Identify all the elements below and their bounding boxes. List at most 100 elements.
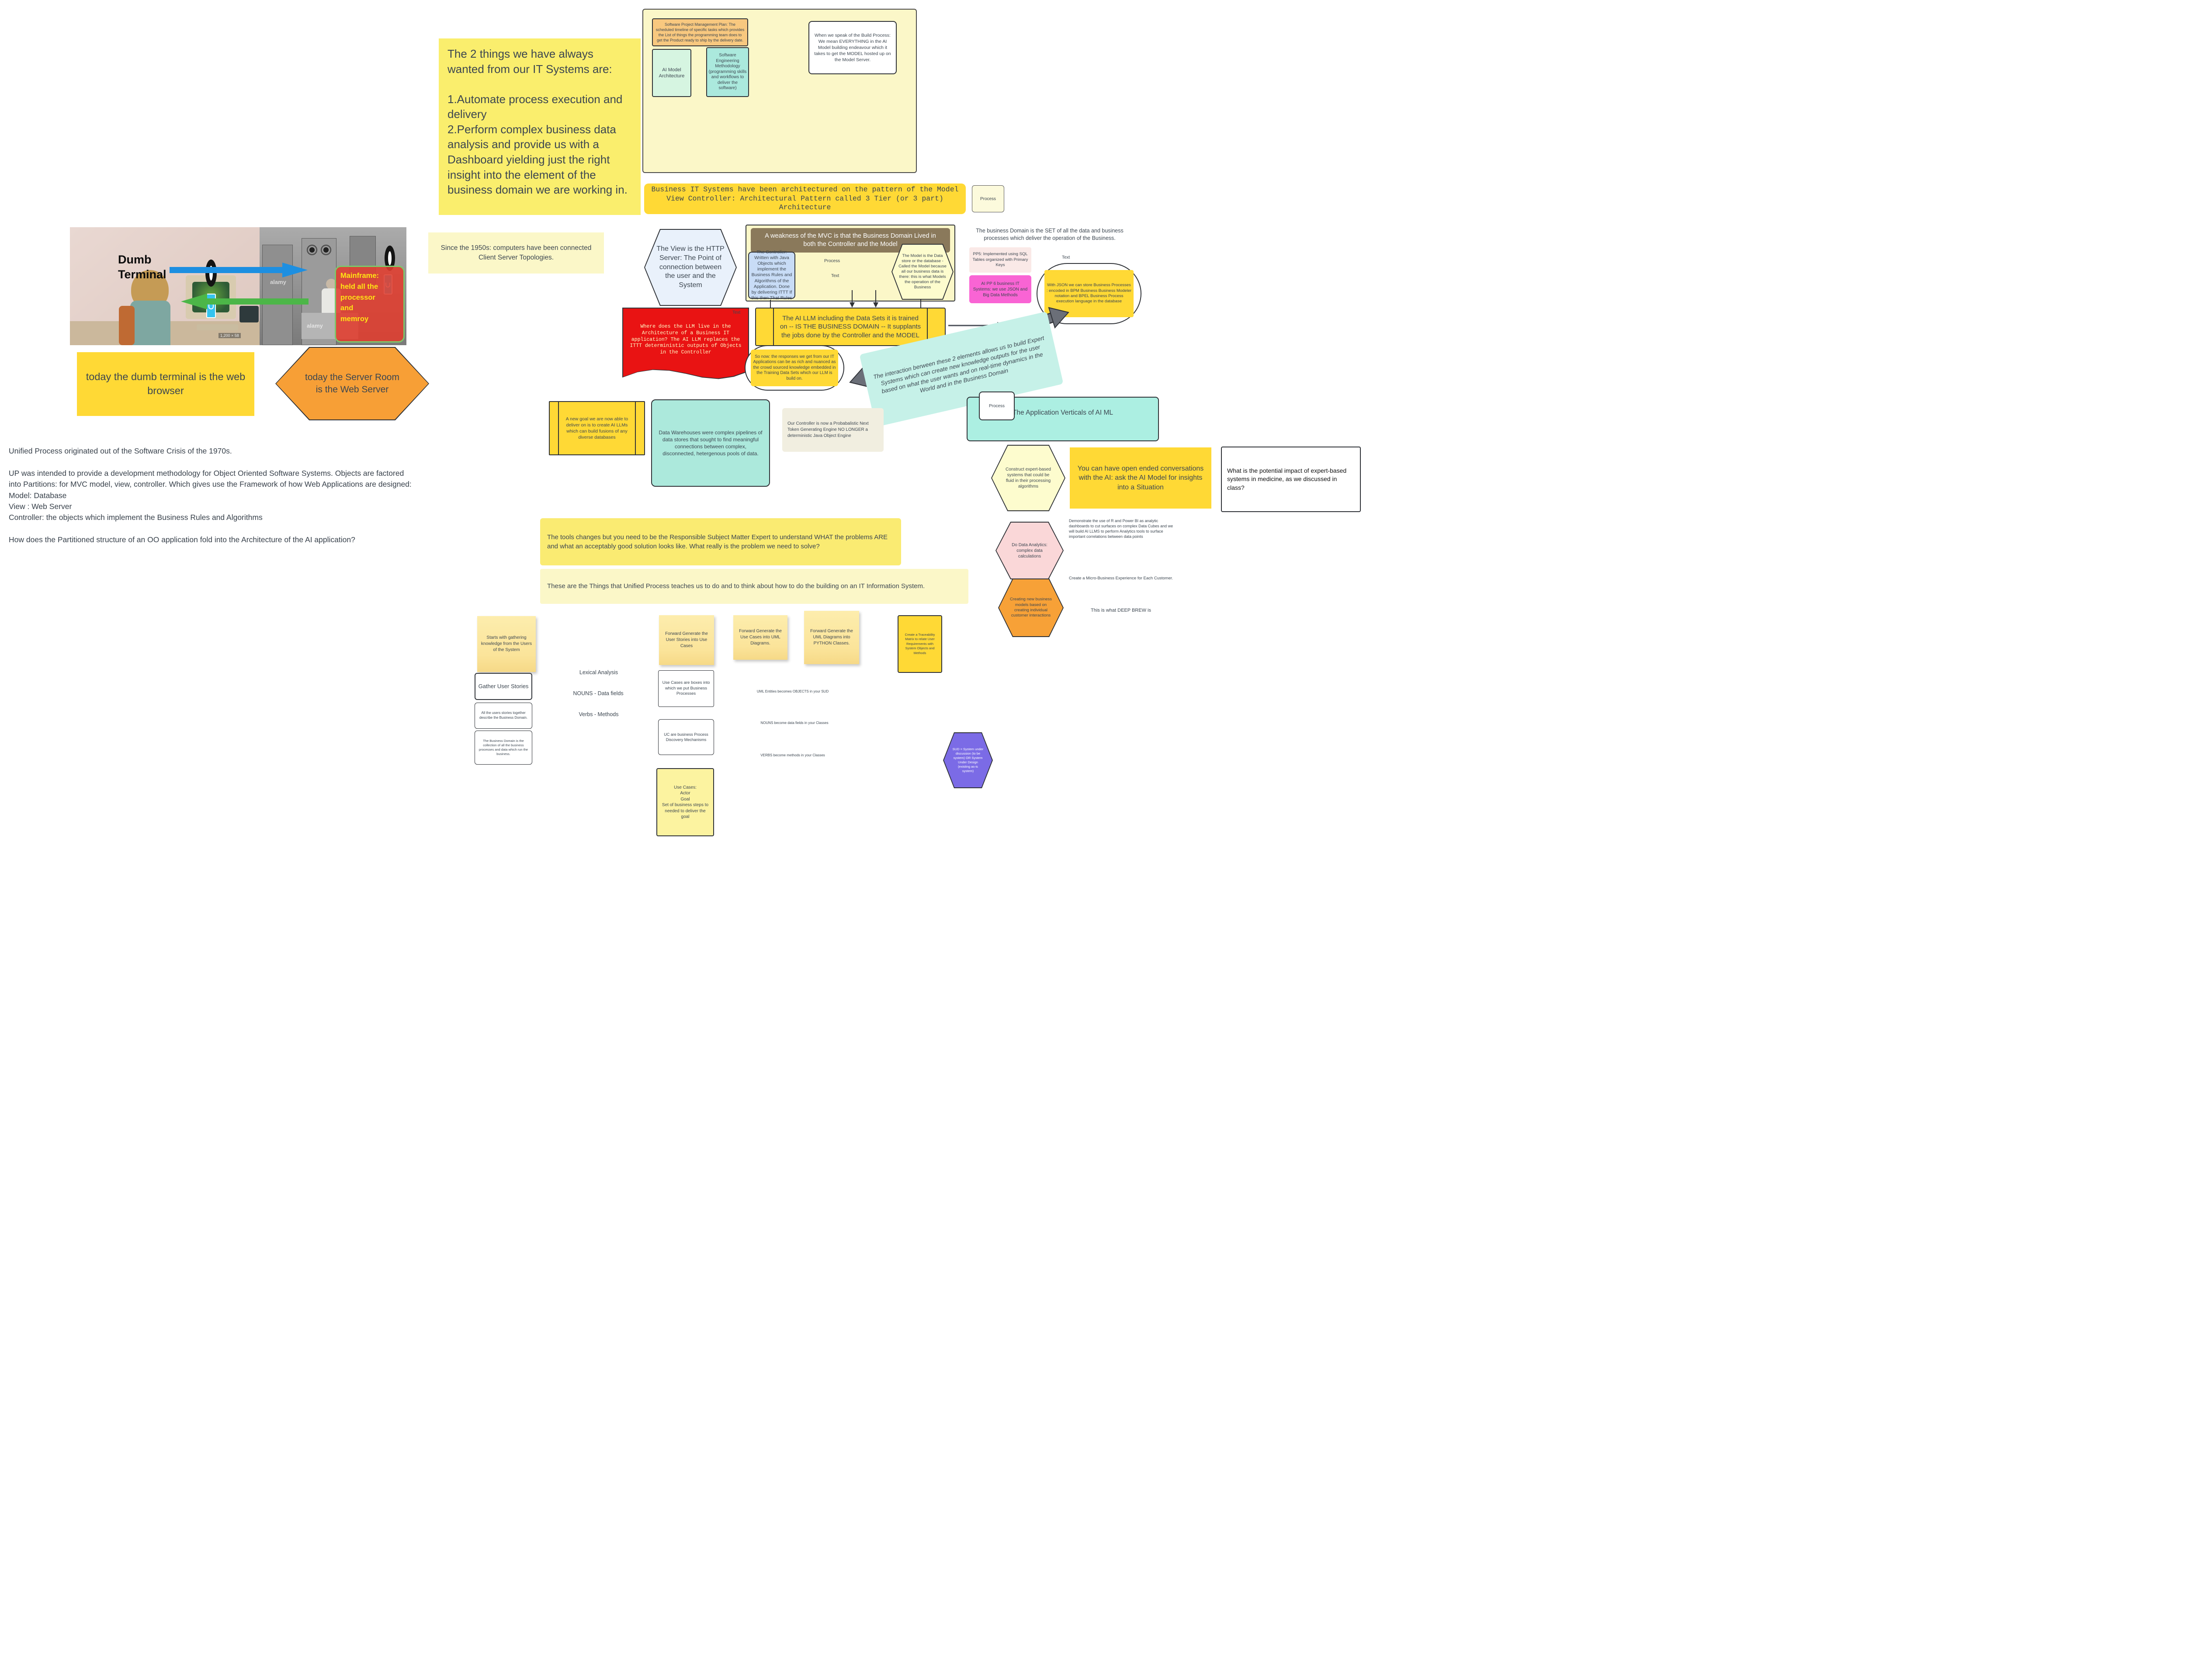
llm-question-text: Where does the LLM live in the Architect…: [630, 323, 742, 356]
fg-use-cases-text: Forward Generate the User Stories into U…: [665, 631, 708, 648]
pp5-text: PP5: Implemented using SQL Tables organi…: [972, 252, 1028, 268]
json-note-text: With JSON we can store Business Processe…: [1046, 283, 1132, 304]
build-process-note[interactable]: When we speak of the Build Process: We m…: [808, 21, 897, 74]
dumb-terminal-photo[interactable]: Dumb Terminal 1,200 × 58: [70, 227, 260, 345]
nouns-label: NOUNS - Data fields: [573, 690, 624, 696]
verbs-become-note: VERBS become methods in your Classes: [760, 753, 825, 758]
mvc-banner[interactable]: Business IT Systems have been architectu…: [644, 184, 966, 214]
today-browser-box[interactable]: today the dumb terminal is the web brows…: [77, 352, 254, 416]
photo-meta-watermark: 1,200 × 58: [218, 333, 241, 338]
business-models-hexagon[interactable]: Creating new business models based on cr…: [998, 578, 1064, 637]
traceability-sticky[interactable]: Create a Traceability Matrix to relate U…: [898, 615, 942, 673]
medicine-question-box[interactable]: What is the potential impact of expert-b…: [1221, 447, 1361, 512]
ai-model-architecture-box[interactable]: AI Model Architecture: [652, 49, 691, 97]
today-server-hexagon[interactable]: today the Server Room is the Web Server: [275, 347, 429, 420]
sud-hexagon[interactable]: SUD = System under discussion (to be sys…: [943, 732, 993, 788]
new-goal-box[interactable]: A new goal we are now able to deliver on…: [549, 401, 645, 455]
view-text: The View is the HTTP Server: The Point o…: [656, 245, 725, 289]
open-ended-box[interactable]: You can have open ended conversations wi…: [1070, 447, 1211, 509]
fg-uml-sticky[interactable]: Forward Generate the Use Cases into UML …: [733, 615, 787, 660]
business-domain-caption: The business Domain is the SET of all th…: [968, 225, 1131, 245]
mainframe-caption[interactable]: Mainframe: held all the processor and me…: [335, 266, 405, 343]
pp5-box[interactable]: PP5: Implemented using SQL Tables organi…: [969, 247, 1031, 273]
analytics-hexagon[interactable]: Do Data Analytics: complex data calculat…: [995, 522, 1064, 579]
business-domain-caption-text: The business Domain is the SET of all th…: [976, 228, 1124, 241]
process-bar-right: [635, 402, 636, 454]
process-bar-left: [558, 402, 559, 454]
analytics-hex-text: Do Data Analytics: complex data calculat…: [1012, 542, 1047, 559]
tools-banner[interactable]: The tools changes but you need to be the…: [540, 518, 901, 565]
dumb-terminal-label: Dumb Terminal: [118, 253, 166, 281]
fg-python-sticky[interactable]: Forward Generate the UML Diagrams into P…: [804, 611, 859, 664]
starts-with-text: Starts with gathering knowledge from the…: [481, 635, 532, 652]
controller-box[interactable]: The Controller: Written with Java Object…: [748, 249, 795, 301]
sud-text: SUD = System under discussion (to be sys…: [952, 747, 984, 773]
app-verticals-title: The Application Verticals of AI ML: [1012, 409, 1113, 416]
lexical-label: Lexical Analysis: [579, 669, 618, 675]
weakness-text-label: Text: [831, 274, 839, 278]
uc-boxes-text: Use Cases are boxes into which we put Bu…: [662, 680, 710, 696]
new-goal-text: A new goal we are now able to deliver on…: [565, 416, 628, 440]
process-bar-right: [927, 308, 928, 345]
mainframe-photo[interactable]: alamy alamy Mainframe: held all the proc…: [260, 227, 406, 345]
analytics-note: Demonstrate the use of R and Power BI as…: [1069, 518, 1174, 569]
woman-body: [130, 301, 170, 345]
starts-with-sticky[interactable]: Starts with gathering knowledge from the…: [477, 616, 536, 672]
cabinet: [262, 245, 293, 345]
json-note-box[interactable]: With JSON we can store Business Processe…: [1044, 270, 1134, 317]
uc-boxes-box[interactable]: Use Cases are boxes into which we put Bu…: [658, 670, 714, 707]
gather-stories-box[interactable]: Gather User Stories: [475, 673, 532, 700]
tape-text-label: Text: [732, 310, 741, 315]
process-shape-top-label: Process: [980, 196, 996, 201]
teaches-banner[interactable]: These are the Things that Unified Proces…: [540, 569, 968, 604]
micro-biz-text: Create a Micro-Business Experience for E…: [1069, 576, 1173, 581]
two-things-note[interactable]: The 2 things we have always wanted from …: [439, 38, 641, 215]
tools-banner-text: The tools changes but you need to be the…: [547, 533, 888, 550]
spmp-text: Software Project Management Plan: The sc…: [656, 22, 745, 43]
se-methodology-box[interactable]: Software Engineering Methodology (progra…: [706, 47, 749, 97]
llm-question-tape[interactable]: Where does the LLM live in the Architect…: [622, 308, 749, 379]
mvc-weakness-header: A weakness of the MVC is that the Busine…: [751, 228, 950, 253]
use-cases-def-box[interactable]: Use Cases: Actor Goal Set of business st…: [656, 768, 714, 836]
storage-text-label: Text: [1062, 255, 1070, 260]
uml-entities-note: UML Entities becomes OBJECTS in your SUD: [756, 689, 829, 694]
ai-llm-box[interactable]: The AI LLM including the Data Sets it is…: [755, 308, 946, 346]
so-now-text: So now: the responses we get from our IT…: [753, 354, 836, 381]
unified-process-block: Unified Process originated out of the So…: [9, 447, 412, 544]
controller-now-box[interactable]: Our Controller is now a Probabalistic Ne…: [782, 408, 884, 452]
traceability-text: Create a Traceability Matrix to relate U…: [905, 632, 935, 655]
desk-equipment: [239, 306, 259, 322]
build-process-text: When we speak of the Build Process: We m…: [814, 32, 891, 63]
so-now-box[interactable]: So now: the responses we get from our IT…: [751, 350, 838, 386]
tape-reel: [307, 245, 317, 255]
spmp-box[interactable]: Software Project Management Plan: The sc…: [652, 18, 748, 46]
view-hexagon[interactable]: The View is the HTTP Server: The Point o…: [644, 229, 737, 306]
teaches-banner-text: These are the Things that Unified Proces…: [547, 582, 925, 590]
since-1950s-note[interactable]: Since the 1950s: computers have been con…: [428, 232, 604, 274]
uc-discovery-box[interactable]: UC are business Process Discovery Mechan…: [658, 719, 714, 755]
controller-text: The Controller: Written with Java Object…: [751, 249, 792, 301]
data-warehouses-box[interactable]: Data Warehouses were complex pipelines o…: [651, 399, 770, 487]
down-arrows: [770, 290, 921, 308]
gather-stories-text: Gather User Stories: [478, 682, 529, 689]
alamy-watermark: alamy: [307, 322, 323, 329]
diagram-canvas: The 2 things we have always wanted from …: [0, 0, 1366, 840]
pp6-box[interactable]: AI PP 6 business IT Systems: we use JSON…: [969, 275, 1031, 303]
today-browser-text: today the dumb terminal is the web brows…: [86, 371, 246, 396]
analytics-note-text: Demonstrate the use of R and Power BI as…: [1069, 519, 1173, 539]
process-shape-top[interactable]: Process: [972, 185, 1004, 212]
all-stories-box[interactable]: All the users stories together describe …: [475, 703, 532, 729]
model-hexagon[interactable]: The Model is the Data store or the datab…: [891, 244, 954, 300]
server-to-client-arrow: [181, 294, 309, 309]
deep-brew-text: This is what DEEP BREW is: [1091, 608, 1151, 613]
controller-now-text: Our Controller is now a Probabalistic Ne…: [787, 421, 869, 438]
fg-use-cases-sticky[interactable]: Forward Generate the User Stories into U…: [659, 615, 714, 665]
domain-collection-text: The Business Domain is the collection of…: [479, 738, 528, 756]
domain-collection-box[interactable]: The Business Domain is the collection of…: [475, 731, 532, 765]
construct-hexagon[interactable]: Construct expert-based systems that coul…: [991, 445, 1065, 511]
data-warehouses-text: Data Warehouses were complex pipelines o…: [659, 429, 763, 457]
use-cases-def-text: Use Cases: Actor Goal Set of business st…: [662, 785, 709, 820]
process-shape-verticals[interactable]: Process: [979, 391, 1015, 420]
today-server-text: today the Server Room is the Web Server: [305, 372, 399, 395]
process-bar-left: [773, 308, 774, 345]
